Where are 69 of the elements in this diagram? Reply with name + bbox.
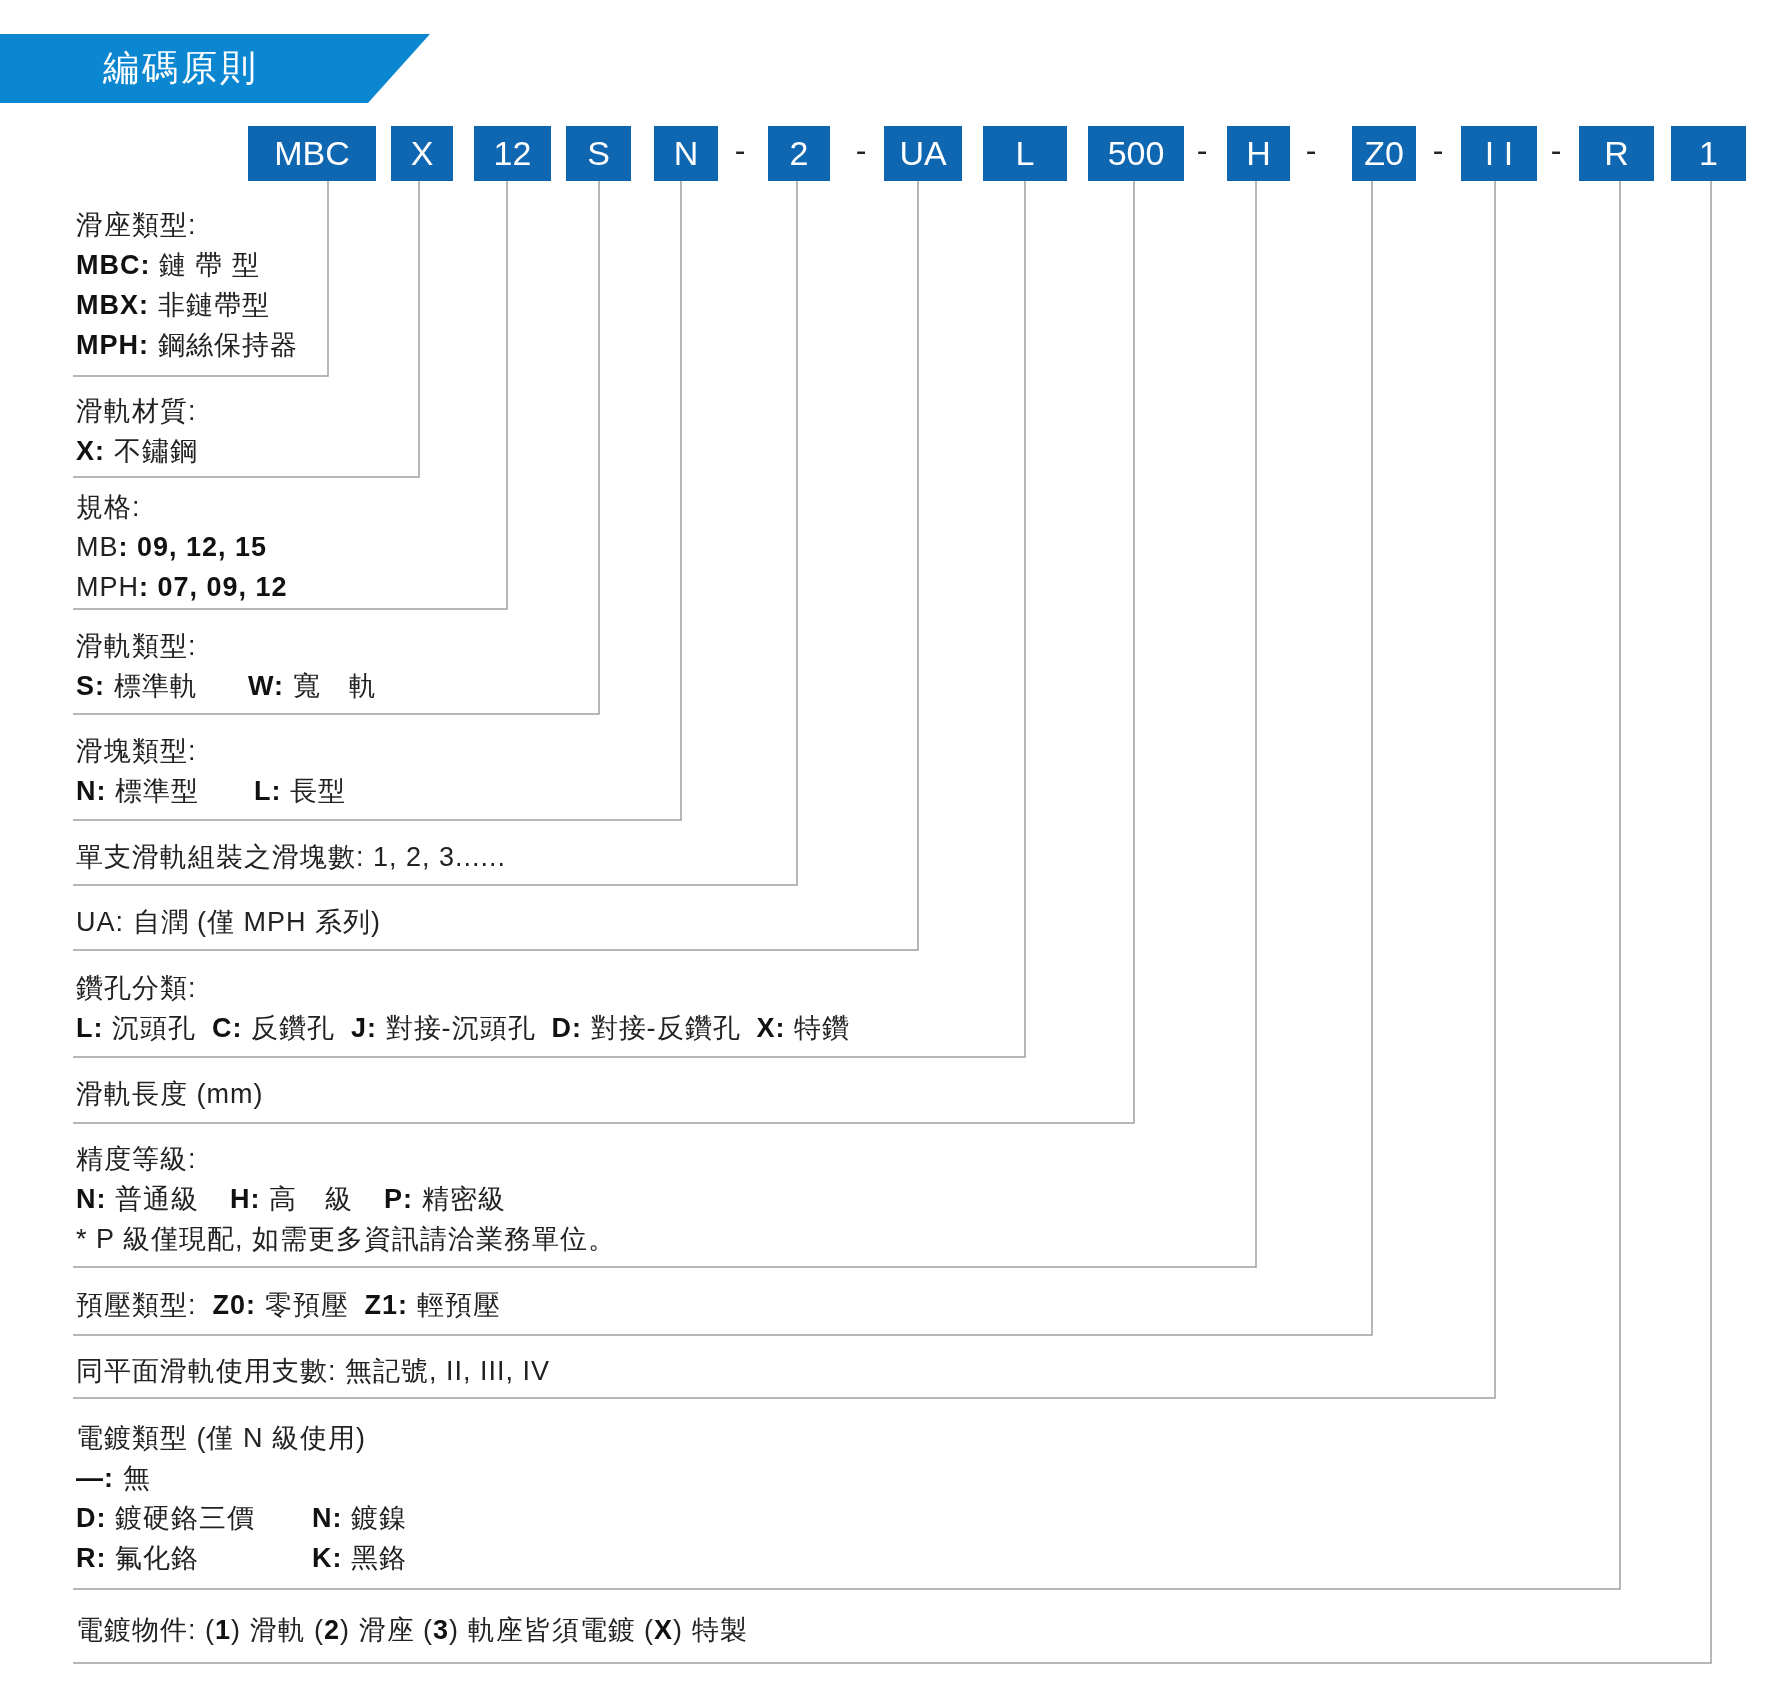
code-box: L xyxy=(983,126,1067,181)
description-text: X: 不鏽鋼 xyxy=(76,434,198,468)
description-text: 電鍍物件: (1) 滑軌 (2) 滑座 (3) 軌座皆須電鍍 (X) 特製 xyxy=(76,1614,748,1647)
leader-line xyxy=(72,180,798,886)
description-text: D: 對接-反鑽孔 xyxy=(551,1011,741,1045)
description-text: N: 標準型 xyxy=(76,775,200,808)
description-text: N: 鍍鎳 xyxy=(312,1501,407,1535)
description-text: MBX: 非鏈帶型 xyxy=(76,289,270,322)
description-text: K: 黑鉻 xyxy=(312,1541,407,1575)
code-box: 500 xyxy=(1088,126,1184,181)
description-text: R: 氟化鉻 xyxy=(76,1541,200,1575)
code-box: MBC xyxy=(248,126,376,181)
separator-dash: - xyxy=(1196,131,1208,169)
code-box: 12 xyxy=(474,126,551,181)
separator-dash: - xyxy=(1550,131,1562,169)
section-heading: 精度等級: xyxy=(76,1143,197,1176)
description-text: C: 反鑽孔 xyxy=(212,1011,335,1045)
code-box: H xyxy=(1227,126,1290,181)
description-text: * P 級僅現配, 如需更多資訊請洽業務單位。 xyxy=(76,1223,617,1256)
description-text: L: 長型 xyxy=(254,775,346,808)
description-text: X: 特鑽 xyxy=(756,1011,851,1045)
description-text: MBC: 鏈 帶 型 xyxy=(76,249,260,282)
leader-line xyxy=(72,180,1135,1124)
description-text: 滑軌長度 (mm) xyxy=(76,1078,264,1111)
description-text: H: 高 級 xyxy=(230,1183,354,1216)
description-text: UA: 自潤 (僅 MPH 系列) xyxy=(76,905,381,939)
code-box: UA xyxy=(884,126,962,181)
description-text: L: 沉頭孔 xyxy=(76,1011,196,1045)
section-heading: 鑽孔分類: xyxy=(76,971,197,1005)
title: 編碼原則 xyxy=(103,46,259,90)
description-text: D: 鍍硬鉻三價 xyxy=(76,1501,256,1535)
section-heading: 滑軌類型: xyxy=(76,629,197,663)
separator-dash: - xyxy=(855,131,867,169)
description-text: W: 寬 軌 xyxy=(248,669,377,703)
description-text: S: 標準軌 xyxy=(76,669,199,703)
leader-line xyxy=(72,180,508,610)
description-text: —: 無 xyxy=(76,1461,151,1495)
code-box: N xyxy=(654,126,718,181)
section-heading: 滑塊類型: xyxy=(76,735,197,768)
description-text: 單支滑軌組裝之滑塊數: 1, 2, 3...... xyxy=(76,840,507,874)
description-text: MPH: 07, 09, 12 xyxy=(76,571,288,604)
leader-line xyxy=(72,180,420,478)
code-box: S xyxy=(566,126,631,181)
section-heading: 滑軌材質: xyxy=(76,394,197,428)
leader-line xyxy=(72,180,919,951)
section-heading: 滑座類型: xyxy=(76,209,197,242)
separator-dash: - xyxy=(1432,131,1444,169)
section-heading: 規格: xyxy=(76,491,141,524)
code-box: 2 xyxy=(768,126,830,181)
code-box: 1 xyxy=(1671,126,1746,181)
code-box: Z0 xyxy=(1352,126,1416,181)
separator-dash: - xyxy=(734,131,746,169)
description-text: N: 普通級 xyxy=(76,1183,200,1216)
section-heading: 預壓類型: xyxy=(76,1289,197,1322)
leader-line xyxy=(72,180,1026,1058)
description-text: MPH: 鋼絲保持器 xyxy=(76,329,298,362)
code-box: I I xyxy=(1461,126,1537,181)
description-text: Z1: 輕預壓 xyxy=(364,1289,501,1322)
description-text: MB: 09, 12, 15 xyxy=(76,531,268,564)
section-heading: 電鍍類型 (僅 N 級使用) xyxy=(76,1421,366,1455)
leader-line xyxy=(72,180,682,821)
description-text: J: 對接-沉頭孔 xyxy=(351,1011,536,1045)
description-text: Z0: 零預壓 xyxy=(212,1289,349,1322)
code-box: X xyxy=(391,126,453,181)
description-text: 同平面滑軌使用支數: 無記號, II, III, IV xyxy=(76,1354,551,1388)
code-box: R xyxy=(1579,126,1654,181)
separator-dash: - xyxy=(1305,131,1317,169)
description-text: P: 精密級 xyxy=(384,1183,506,1216)
leader-line xyxy=(72,180,600,715)
